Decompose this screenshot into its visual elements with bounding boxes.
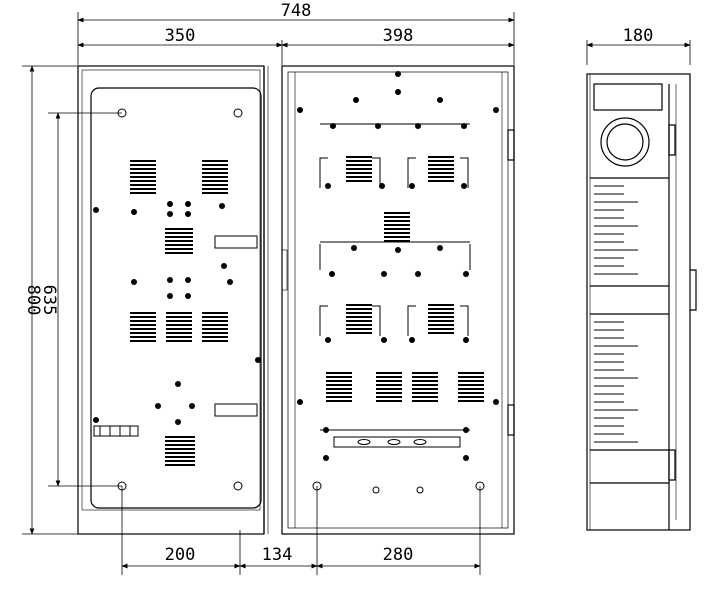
- dim-overall-height: 800: [23, 285, 43, 316]
- dim-bottom-hole-1: 200: [165, 545, 196, 565]
- dim-overall-width: 748: [281, 1, 312, 21]
- mounting-plate-rails: [93, 235, 258, 437]
- enclosure-vents: [326, 156, 484, 402]
- enclosure-front-view: [281, 65, 515, 535]
- dimension-lines: [22, 12, 691, 575]
- dim-left-panel-width: 350: [165, 26, 196, 46]
- mounting-plate-holes: [117, 108, 243, 491]
- enclosure-side-view: [586, 73, 697, 531]
- dim-inner-height: 635: [39, 285, 59, 316]
- din-rail: [333, 436, 461, 448]
- side-view-fins: [594, 185, 638, 443]
- mounting-plate-view: [77, 65, 269, 535]
- dim-bottom-hole-2: 134: [262, 545, 293, 565]
- side-view-knob: [600, 117, 650, 167]
- dim-side-depth: 180: [623, 26, 654, 46]
- mounting-plate-screws: [93, 201, 261, 425]
- mounting-plate-vents: [130, 160, 228, 466]
- enclosure-screws: [297, 71, 499, 461]
- enclosure-holes: [312, 481, 485, 494]
- dim-right-panel-width: 398: [383, 26, 414, 46]
- dim-bottom-hole-3: 280: [383, 545, 414, 565]
